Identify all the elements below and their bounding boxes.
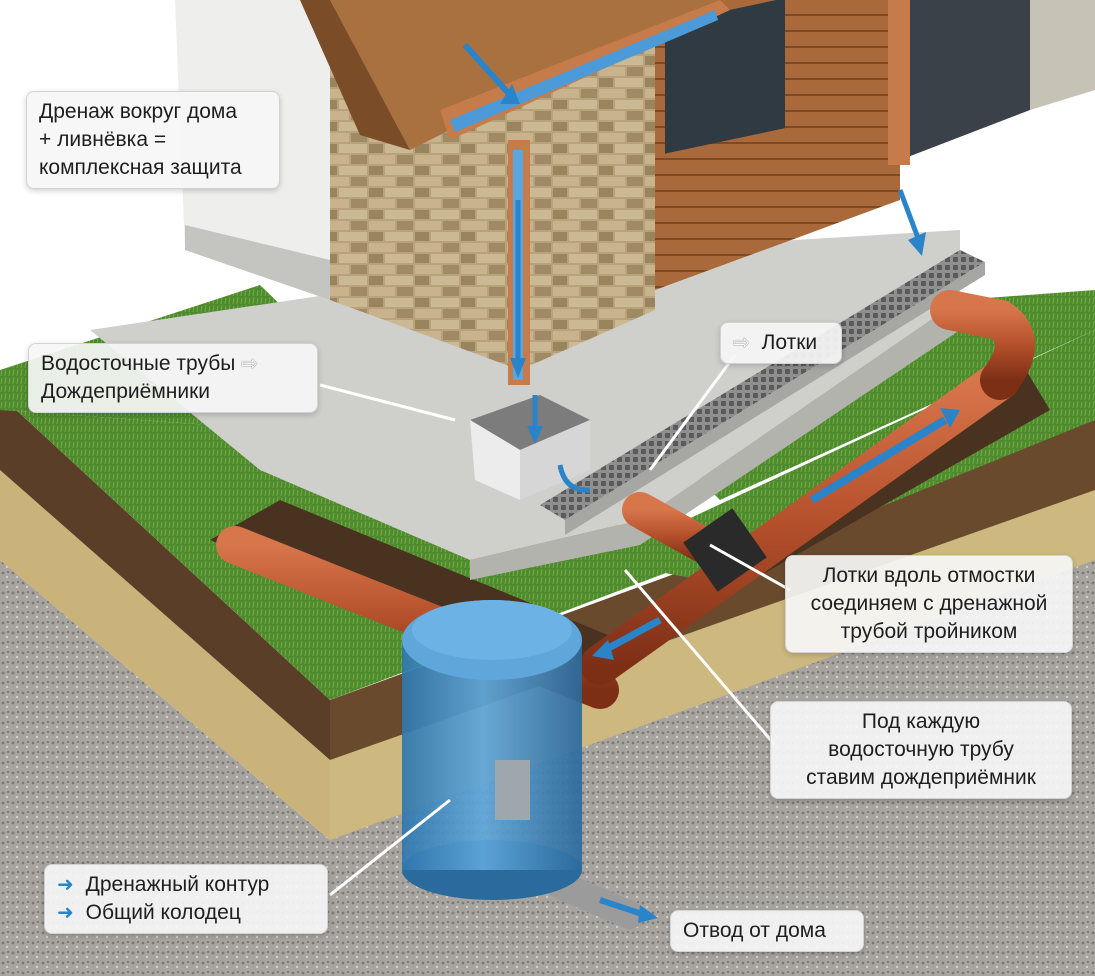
tee-connection-line-1: Лотки вдоль отмостки — [798, 562, 1060, 590]
main-title-line-1: Дренаж вокруг дома — [39, 98, 267, 126]
tee-connection-line-3: трубой тройником — [798, 618, 1060, 646]
outlet-callout: Отвод от дома — [670, 910, 864, 952]
arrow-right-icon: ⇨ — [241, 350, 258, 378]
arrow-right-icon: ➜ — [57, 899, 74, 927]
drain-contour-line-1: Дренажный контур — [86, 873, 270, 896]
tee-connection-callout: Лотки вдоль отмостки соединяем с дренажн… — [785, 555, 1073, 653]
tee-connection-line-2: соединяем с дренажной — [798, 590, 1060, 618]
catch-basin-callout: Под каждую водосточную трубу ставим дожд… — [770, 701, 1072, 799]
outlet-label: Отвод от дома — [683, 917, 851, 945]
main-title-line-2: + ливнёвка = — [39, 126, 267, 154]
catch-basin-line-1: Под каждую — [783, 708, 1059, 736]
trays-label: Лотки — [762, 331, 818, 354]
arrow-right-icon: ⇨ — [733, 329, 750, 357]
downspouts-line-1: Водосточные трубы — [41, 352, 235, 375]
drain-contour-callout: ➜ Дренажный контур ➜ Общий колодец — [44, 864, 328, 934]
arrow-right-icon: ➜ — [57, 871, 74, 899]
drain-contour-line-2: Общий колодец — [86, 901, 241, 924]
main-title-callout: Дренаж вокруг дома + ливнёвка = комплекс… — [26, 91, 280, 189]
catch-basin-line-2: водосточную трубу — [783, 736, 1059, 764]
downspouts-line-2: Дождеприёмники — [41, 378, 305, 406]
main-title-line-3: комплексная защита — [39, 154, 267, 182]
trays-callout: ⇨ Лотки — [720, 322, 842, 364]
catch-basin-line-3: ставим дождеприёмник — [783, 764, 1059, 792]
drainage-well — [402, 600, 582, 900]
downspouts-callout: Водосточные трубы ⇨ Дождеприёмники — [28, 343, 318, 413]
